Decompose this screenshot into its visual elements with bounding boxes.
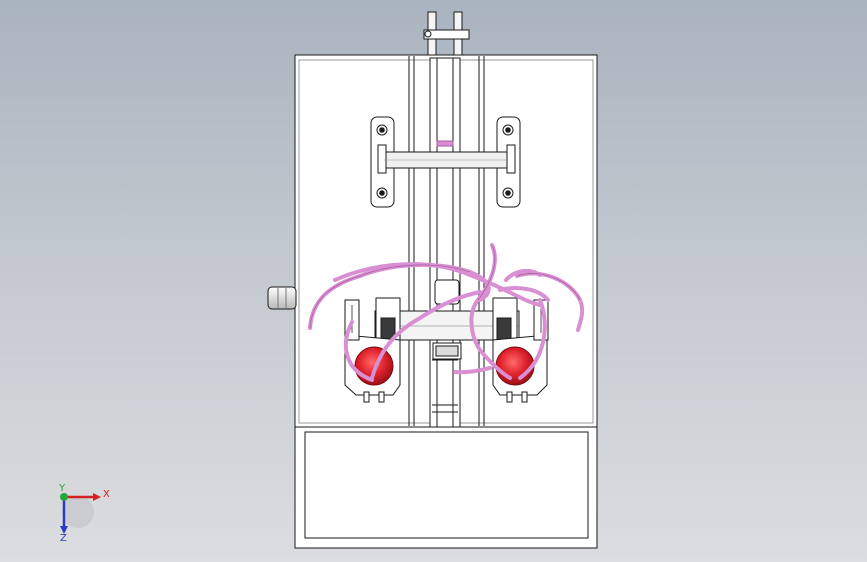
horizontal-shaft (377, 144, 516, 174)
vertical-rail (408, 56, 485, 429)
shaft-fitting (436, 140, 454, 147)
y-axis-dot (60, 493, 68, 501)
tubing-edges (309, 244, 581, 329)
clamp-assembly (374, 279, 520, 360)
coordinate-triad: X Y Z (58, 483, 110, 544)
y-axis-label: Y (58, 483, 66, 494)
z-axis-label: Z (60, 533, 67, 544)
right-cylinder (495, 346, 535, 386)
bottom-container (294, 426, 598, 549)
side-knob (267, 286, 297, 310)
x-axis-label: X (103, 489, 110, 500)
machine-model (267, 11, 598, 549)
